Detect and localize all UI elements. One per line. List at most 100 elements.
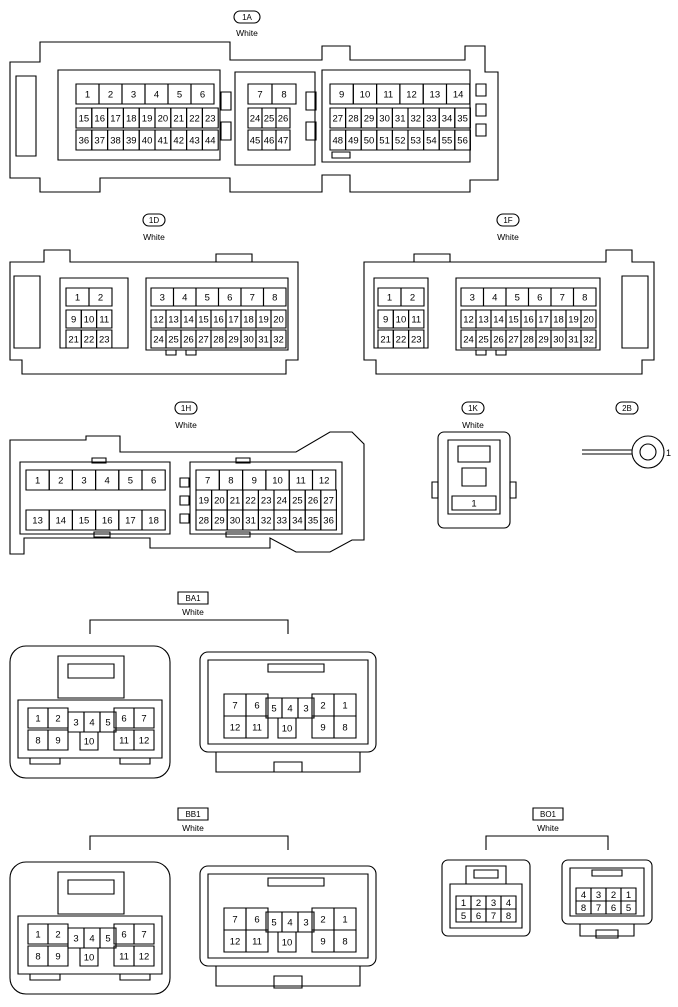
pin-label-31: 31 <box>258 335 269 346</box>
sq-mark <box>180 514 189 523</box>
pin-label-34: 34 <box>442 114 453 125</box>
pin-label-11: 11 <box>252 937 262 948</box>
top-key <box>592 870 622 876</box>
pin-label-23: 23 <box>411 335 422 346</box>
tag-1K: 1K <box>468 404 478 413</box>
pin-label-12: 12 <box>230 937 241 948</box>
pin-label-2: 2 <box>55 930 60 941</box>
pin-cell <box>621 901 636 914</box>
housing-inner <box>58 70 470 165</box>
pin-label-7: 7 <box>491 911 496 922</box>
skirt <box>580 924 634 936</box>
pin-label-5: 5 <box>515 293 520 304</box>
pin-label-6: 6 <box>254 701 259 712</box>
pin-label-19: 19 <box>568 315 579 326</box>
pin-label-34: 34 <box>292 516 303 527</box>
housing-outline <box>442 860 530 936</box>
pin-label-1: 1 <box>342 701 347 712</box>
pin-label-49: 49 <box>348 136 359 147</box>
pin-label-48: 48 <box>333 136 344 147</box>
housing-inner <box>570 868 644 916</box>
housing-inner <box>208 660 368 744</box>
notch <box>186 350 196 355</box>
foot <box>596 930 618 938</box>
pin-cell <box>246 716 268 738</box>
pin-label-55: 55 <box>442 136 453 147</box>
pin-label-9: 9 <box>55 952 60 963</box>
pin-label-51: 51 <box>379 136 390 147</box>
latch <box>58 656 124 698</box>
pin-label-6: 6 <box>121 714 126 725</box>
pin-label-53: 53 <box>411 136 422 147</box>
pin-label-52: 52 <box>395 136 406 147</box>
pin-label-29: 29 <box>364 114 375 125</box>
skirt <box>216 966 360 986</box>
pin-label-54: 54 <box>426 136 437 147</box>
pin-label-20: 20 <box>273 315 284 326</box>
pin-label-15: 15 <box>79 114 90 125</box>
pin-label-26: 26 <box>308 496 319 507</box>
pin-cell <box>452 496 496 510</box>
pin-cell <box>501 909 516 922</box>
pin-label-4: 4 <box>506 898 511 909</box>
pin-label-18: 18 <box>243 315 254 326</box>
pin-label-1: 1 <box>387 293 392 304</box>
pin-label-2: 2 <box>108 90 113 101</box>
pin-label-16: 16 <box>523 315 534 326</box>
pin-label-23: 23 <box>205 114 216 125</box>
color-label-BB1: White <box>182 823 204 833</box>
pin-label-3: 3 <box>73 718 78 729</box>
pin-label-9: 9 <box>320 723 325 734</box>
pin-label-22: 22 <box>189 114 200 125</box>
pin-label-6: 6 <box>227 293 232 304</box>
left-latch <box>16 76 36 156</box>
connector-1K: 1K White 1 <box>432 402 516 528</box>
pin-label-2: 2 <box>476 898 481 909</box>
pin-label-7: 7 <box>141 930 146 941</box>
color-label-1A: White <box>236 28 258 38</box>
pin-label-10: 10 <box>84 737 95 748</box>
pin-label-4: 4 <box>89 934 94 945</box>
pin-label-3: 3 <box>160 293 165 304</box>
pin-cell <box>581 310 596 328</box>
pin-label-23: 23 <box>261 496 272 507</box>
notch <box>236 458 250 463</box>
housing-outline <box>10 42 498 192</box>
pin-label-24: 24 <box>153 335 164 346</box>
pin-label-12: 12 <box>153 315 164 326</box>
housing-outline <box>10 250 298 374</box>
pin-label-3: 3 <box>470 293 475 304</box>
pin-label-46: 46 <box>264 136 275 147</box>
pin-label-5: 5 <box>461 911 466 922</box>
pin-cell <box>48 730 68 750</box>
pin-label-6: 6 <box>537 293 542 304</box>
pin-label-31: 31 <box>568 335 579 346</box>
pin-cell <box>278 932 296 952</box>
pin-label-37: 37 <box>94 136 105 147</box>
pin-cell <box>134 730 154 750</box>
pin-label-1: 1 <box>626 890 631 901</box>
latch <box>458 446 490 462</box>
tag-BO1: BO1 <box>540 810 557 819</box>
pin-cell <box>574 288 597 306</box>
pin-label-2: 2 <box>98 293 103 304</box>
side-lug <box>432 482 438 498</box>
pin-label-9: 9 <box>339 90 344 101</box>
pin-label-4: 4 <box>154 90 159 101</box>
side-lug <box>510 482 516 498</box>
pin-label-21: 21 <box>173 114 184 125</box>
pin-label-33: 33 <box>277 516 288 527</box>
pin-cell <box>455 108 471 128</box>
pin-label-25: 25 <box>264 114 275 125</box>
pin-label-19: 19 <box>258 315 269 326</box>
pin-label-12: 12 <box>230 723 241 734</box>
pin-cell <box>272 84 296 104</box>
pin-label-32: 32 <box>273 335 284 346</box>
pin-label-3: 3 <box>303 918 308 929</box>
pin-label-17: 17 <box>110 114 121 125</box>
pair-bracket <box>90 836 288 850</box>
pin-label-2: 2 <box>320 701 325 712</box>
